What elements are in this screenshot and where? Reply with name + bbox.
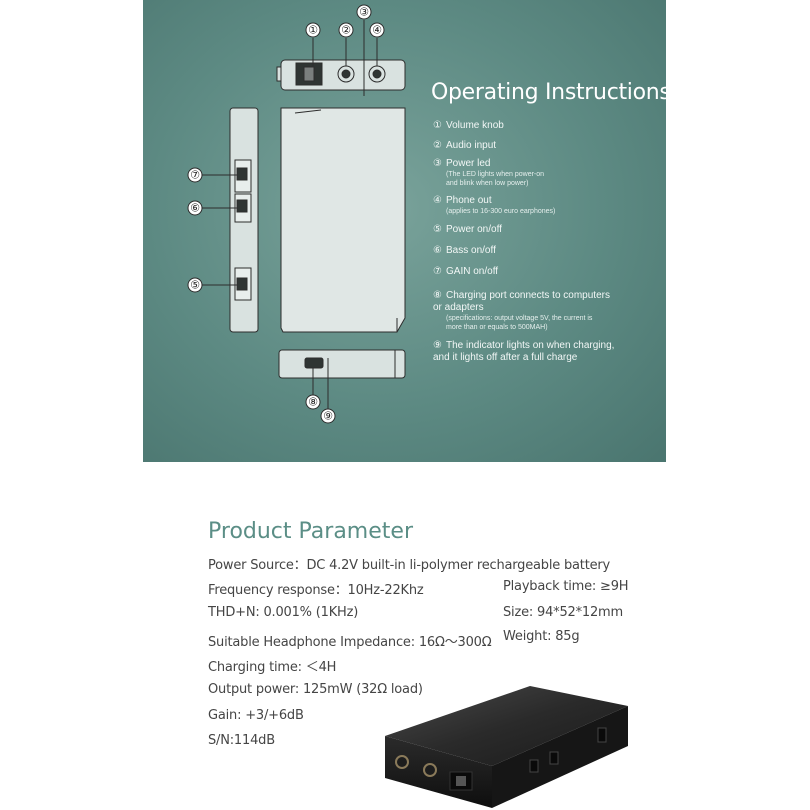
bottom-view-body bbox=[278, 349, 406, 379]
product-parameter-title: Product Parameter bbox=[208, 519, 413, 544]
device-photo bbox=[385, 686, 628, 808]
param-gain: Gain: +3/+6dB bbox=[208, 708, 304, 723]
param-output-power: Output power: 125mW (32Ω load) bbox=[208, 682, 423, 697]
param-weight: Weight: 85g bbox=[503, 629, 580, 644]
callout-1: ① bbox=[308, 24, 318, 37]
callout-7: ⑦ bbox=[190, 169, 200, 182]
param-sn: S/N:114dB bbox=[208, 733, 275, 748]
param-power-source: Power Source：DC 4.2V built-in li-polymer… bbox=[208, 558, 611, 573]
param-charging-time: Charging time: ＜4H bbox=[208, 660, 337, 675]
param-thd: THD+N: 0.001% (1KHz) bbox=[208, 605, 359, 620]
gain-switch-shape bbox=[236, 167, 248, 181]
charging-port-shape bbox=[304, 357, 324, 369]
param-frequency: Frequency response：10Hz-22Khz bbox=[208, 583, 424, 598]
callout-4: ④ bbox=[372, 24, 382, 37]
device-diagram: ① ② ③ ④ ⑤ ⑥ ⑦ ⑧ ⑨ bbox=[187, 4, 406, 424]
param-size: Size: 94*52*12mm bbox=[503, 605, 623, 620]
callout-8: ⑧ bbox=[308, 396, 318, 409]
jack-1 bbox=[395, 755, 409, 769]
bass-switch-shape bbox=[236, 199, 248, 213]
instructions-title: Operating Instructions bbox=[431, 80, 666, 105]
callout-3: ③ bbox=[359, 6, 369, 19]
callout-5: ⑤ bbox=[190, 279, 200, 292]
jack-2 bbox=[423, 763, 437, 777]
operating-instructions-panel: ① ② ③ ④ ⑤ ⑥ ⑦ ⑧ ⑨ Operating Instructions… bbox=[143, 0, 666, 462]
power-switch-shape bbox=[236, 277, 248, 291]
param-impedance: Suitable Headphone Impedance: 16Ω～300Ω bbox=[208, 635, 492, 650]
callout-6: ⑥ bbox=[190, 202, 200, 215]
callout-9: ⑨ bbox=[323, 410, 333, 423]
front-view-body bbox=[280, 107, 406, 333]
callout-2: ② bbox=[341, 24, 351, 37]
param-playback-time: Playback time: ≥9H bbox=[503, 579, 629, 594]
